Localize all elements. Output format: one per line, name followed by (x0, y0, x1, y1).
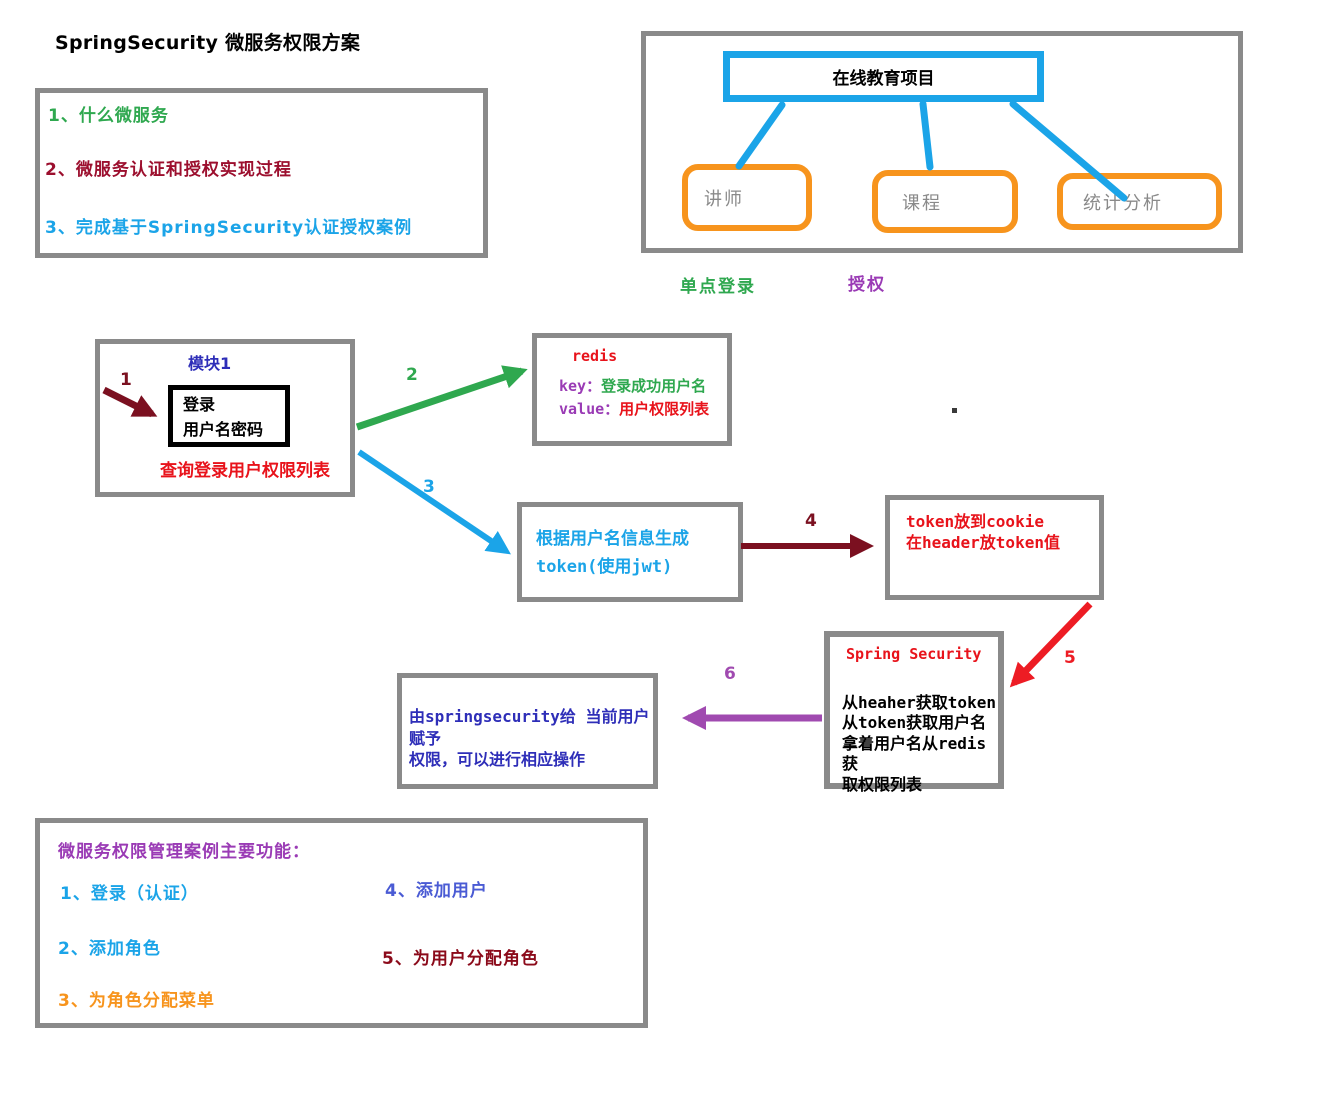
feature-add-user: 4、添加用户 (385, 881, 488, 901)
redis-key-value: 登录成功用户名 (601, 377, 707, 395)
module1-title: 模块1 (188, 354, 232, 373)
spring-security-box: Spring Security 从heaher获取token 从token获取用… (824, 631, 1004, 794)
project-panel: 在线教育项目 讲师 课程 统计分析 (641, 31, 1243, 253)
sso-label: 单点登录 (680, 277, 756, 297)
step-label-5: 5 (1064, 648, 1076, 668)
spring-security-body: 从heaher获取token 从token获取用户名 拿着用户名从redis获 … (842, 693, 996, 794)
spring-security-title: Spring Security (846, 645, 982, 663)
feature-assign-menu: 3、为角色分配菜单 (58, 991, 215, 1011)
project-root-box: 在线教育项目 (723, 51, 1044, 102)
redis-box: redis key：登录成功用户名 value：用户权限列表 (532, 333, 732, 446)
cookie-box: token放到cookie 在header放token值 (885, 495, 1104, 600)
page-title: SpringSecurity 微服务权限方案 (55, 32, 361, 54)
topic-item-3: 3、完成基于SpringSecurity认证授权案例 (45, 218, 413, 238)
step-label-4: 4 (805, 511, 817, 531)
login-box: 登录 用户名密码 (168, 385, 290, 447)
assign-box: 由springsecurity给 当前用户赋予 权限，可以进行相应操作 (397, 673, 658, 789)
features-box: 微服务权限管理案例主要功能： 1、登录（认证） 2、添加角色 3、为角色分配菜单… (35, 818, 648, 1028)
project-child-statistics: 统计分析 (1057, 173, 1222, 230)
stray-dot (952, 408, 957, 413)
redis-value-value: 用户权限列表 (619, 400, 710, 418)
step-label-1: 1 (120, 370, 132, 390)
feature-assign-role: 5、为用户分配角色 (382, 949, 539, 969)
redis-value-line: value：用户权限列表 (559, 398, 709, 419)
arrow-step-5 (1009, 601, 1093, 688)
redis-key-label: key： (559, 377, 602, 395)
arrow-step-2 (355, 365, 528, 431)
redis-title: redis (572, 347, 618, 365)
step-label-3: 3 (423, 477, 435, 497)
token-box: 根据用户名信息生成 token(使用jwt) (517, 502, 743, 602)
feature-add-role: 2、添加角色 (58, 939, 161, 959)
step-label-6: 6 (724, 664, 736, 684)
topics-box: 1、什么微服务 2、微服务认证和授权实现过程 3、完成基于SpringSecur… (35, 88, 488, 258)
step-label-2: 2 (406, 365, 418, 385)
features-title: 微服务权限管理案例主要功能： (58, 842, 310, 862)
redis-value-label: value： (559, 400, 620, 418)
auth-label: 授权 (848, 275, 886, 295)
redis-key-line: key：登录成功用户名 (559, 375, 706, 396)
topic-item-1: 1、什么微服务 (48, 106, 169, 126)
project-child-course: 课程 (872, 170, 1018, 233)
arrow-step-3 (357, 449, 511, 555)
token-text: 根据用户名信息生成 token(使用jwt) (536, 529, 689, 578)
assign-text: 由springsecurity给 当前用户赋予 权限，可以进行相应操作 (409, 707, 650, 770)
project-child-teacher: 讲师 (682, 164, 812, 231)
module1-caption: 查询登录用户权限列表 (160, 461, 330, 481)
module1-box: 模块1 登录 用户名密码 查询登录用户权限列表 (95, 339, 355, 497)
feature-login: 1、登录（认证） (60, 884, 199, 904)
topic-item-2: 2、微服务认证和授权实现过程 (45, 160, 292, 180)
cookie-text: token放到cookie 在header放token值 (906, 512, 1060, 552)
